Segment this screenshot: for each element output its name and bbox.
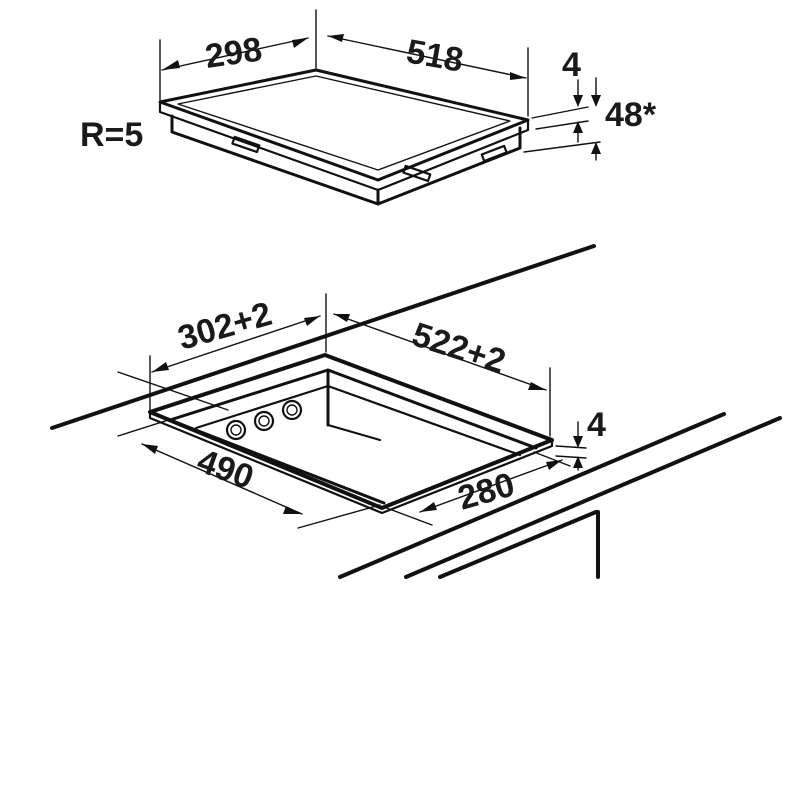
cutout-depth-label: 522+2: [408, 315, 511, 381]
hob-clip-left: [231, 135, 261, 154]
cutout-knob-1: [225, 419, 247, 441]
cutout-knob-2: [253, 410, 275, 432]
hob-glass-inner: [177, 75, 511, 171]
cutout-depth-dimension: 522+2: [333, 313, 551, 437]
cutout-recess-dimension: 4: [555, 406, 606, 471]
hob-width-dimension: 298: [159, 9, 317, 101]
hob-glass-thickness-label: 4: [562, 46, 581, 84]
hob-depth-label: 518: [404, 32, 466, 79]
hob-height-label: 48*: [605, 96, 657, 134]
hob-glass-thickness-dimension: 4: [531, 46, 589, 143]
worktop-back-edge: [50, 244, 596, 430]
hob-depth-dimension: 518: [327, 32, 529, 117]
hob-radius-label: R=5: [80, 116, 143, 154]
hob-height-dimension: 48*: [523, 77, 657, 161]
hob-clip-side: [480, 144, 508, 163]
cabinet-edge: [404, 416, 782, 579]
hob-body: [170, 114, 380, 206]
cutout-recess-label: 4: [587, 406, 606, 444]
worktop: [50, 244, 782, 579]
hob-glass-top: [158, 68, 530, 182]
cutout-recess: [148, 353, 554, 515]
cabinet-inner-top: [438, 510, 598, 579]
hob-width-label: 298: [203, 30, 264, 76]
hob-drawing: [158, 68, 530, 206]
cutout-knob-3: [281, 399, 303, 421]
hob-clip-right: [402, 164, 432, 183]
worktop-front-edge: [338, 412, 726, 579]
cutout-min-width-dimension: 280: [383, 451, 571, 526]
